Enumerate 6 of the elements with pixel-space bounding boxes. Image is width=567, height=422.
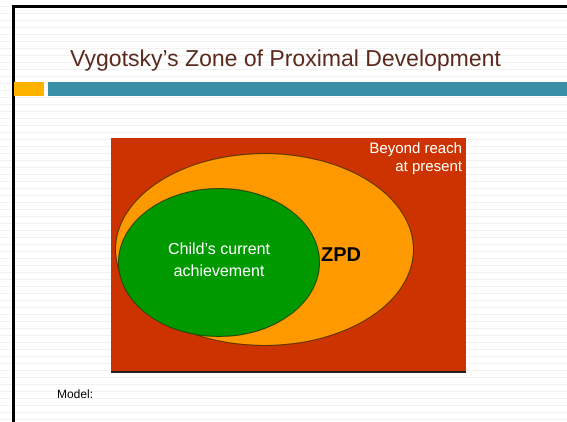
ellipse-label: Child’s current achievement [167, 240, 271, 282]
region-label: Beyond reach at present [368, 140, 462, 176]
source-note: Model: [57, 386, 94, 402]
outer-rectangle [111, 138, 466, 373]
slide-title: Vygotsky’s Zone of Proximal Development [70, 44, 501, 73]
ellipse-label: ZPD [321, 243, 361, 267]
